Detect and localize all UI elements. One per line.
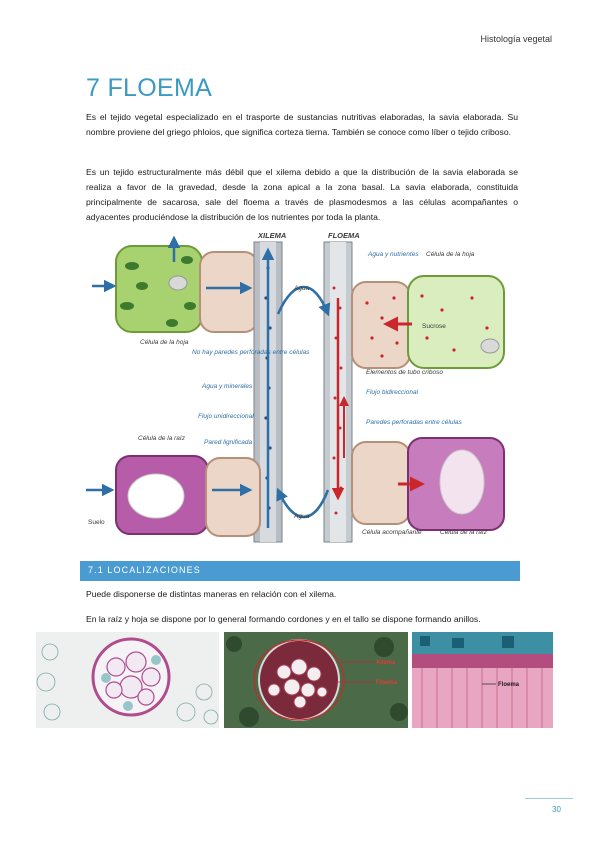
micrograph-root — [36, 632, 219, 728]
page-number: 30 — [552, 805, 561, 814]
label-paredes-perforadas: Paredes perforadas entre células — [366, 419, 463, 426]
label-celula-raiz-left: Célula de la raíz — [138, 435, 186, 442]
running-header: Histología vegetal — [480, 34, 552, 44]
photo2-label-floema: Floema — [376, 680, 398, 686]
companion-cell-lower-left — [205, 457, 261, 537]
label-pared-lignificada: Pared lignificada — [204, 439, 252, 446]
micrograph-stem-rings: Floema — [412, 632, 553, 728]
label-celula-hoja-right: Célula de la hoja — [426, 251, 475, 258]
label-agua-bottom: Agua — [293, 513, 310, 520]
label-elementos-tubo: Elementos de tubo criboso — [366, 369, 443, 376]
photo3-label-floema: Floema — [498, 682, 520, 688]
label-agua-top: Agua — [293, 285, 310, 292]
subsection-header: 7.1 LOCALIZACIONES — [80, 561, 520, 581]
label-celula-acompanante: Célula acompañante — [362, 529, 422, 536]
label-suelo: Suelo — [88, 519, 105, 526]
micrograph-stem-bundle: Xilema Floema — [224, 632, 408, 728]
footer-rule — [525, 798, 573, 799]
subsection-title: 7.1 LOCALIZACIONES — [88, 565, 201, 575]
section-title: 7 FLOEMA — [86, 74, 213, 102]
label-celula-hoja-left: Célula de la hoja — [140, 339, 189, 346]
paragraph-arrangement: Puede disponerse de distintas maneras en… — [86, 589, 337, 599]
label-agua-minerales: Agua y minerales — [201, 383, 253, 390]
paragraph-definition: Es el tejido vegetal especializado en el… — [86, 112, 518, 137]
label-agua-nutrientes: Agua y nutrientes — [367, 251, 419, 258]
label-sucrose: Sucrose — [422, 323, 446, 330]
label-celula-raiz-right: Célula de la raíz — [440, 529, 488, 536]
companion-cell-upper-left — [199, 251, 259, 333]
xylem-phloem-diagram: XILEMA FLOEMA Agua Agua Agua y nutriente… — [82, 228, 522, 550]
label-floema: FLOEMA — [328, 231, 360, 240]
paragraph-structure: Es un tejido estructuralmente más débil … — [86, 167, 518, 222]
photo2-label-xilema: Xilema — [376, 660, 396, 666]
label-no-hay-paredes: No hay paredes perforadas entre células — [192, 349, 310, 356]
label-flujo-bi: Flujo bidireccional — [366, 389, 419, 396]
paragraph-location: En la raíz y hoja se dispone por lo gene… — [86, 614, 481, 624]
label-flujo-uni: Flujo unidireccional — [198, 413, 254, 420]
leaf-cell-right — [407, 275, 505, 369]
label-xilema: XILEMA — [257, 231, 286, 240]
